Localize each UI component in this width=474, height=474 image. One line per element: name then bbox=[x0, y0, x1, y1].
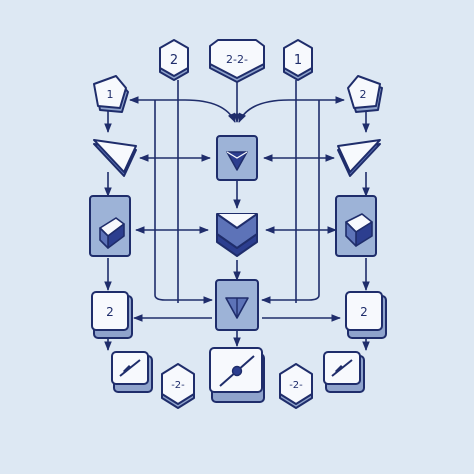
node-bottom-right-tile bbox=[323, 351, 365, 393]
node-center-row2 bbox=[216, 213, 258, 257]
node-label: 2-2- bbox=[226, 53, 248, 66]
node-label: 1 bbox=[294, 53, 302, 68]
node-top-right-hex: 1 bbox=[283, 39, 313, 81]
node-label: 2 bbox=[106, 305, 114, 319]
node-right-box: 2 bbox=[345, 291, 387, 339]
diagonal-slash-icon bbox=[119, 359, 141, 377]
node-label: -2- bbox=[289, 380, 303, 391]
node-right-pentagon: 2 bbox=[347, 75, 383, 113]
node-top-left-hex: 2 bbox=[159, 39, 189, 81]
node-top-center-shield: 2-2- bbox=[209, 39, 265, 83]
connector-lines bbox=[104, 76, 370, 351]
node-bottom-left-hex: -2- bbox=[161, 363, 195, 409]
node-bottom-right-hex: -2- bbox=[279, 363, 313, 409]
node-center-row3 bbox=[215, 279, 259, 331]
diagonal-slash-icon bbox=[219, 355, 255, 387]
arrow-right-to-center-top bbox=[238, 99, 290, 123]
arrow-rail-right-to-center bbox=[261, 294, 320, 304]
wedge-left bbox=[93, 139, 137, 177]
node-label: 1 bbox=[107, 88, 114, 101]
node-bottom-center-tile bbox=[209, 347, 265, 403]
wedge-right bbox=[337, 139, 381, 177]
node-label: -2- bbox=[171, 380, 185, 391]
chevron-down-icon bbox=[226, 151, 248, 171]
node-label: 2 bbox=[170, 53, 178, 68]
node-left-pentagon: 1 bbox=[93, 75, 129, 113]
node-center-row1 bbox=[216, 135, 258, 181]
arrow-rail-left-to-center bbox=[154, 294, 213, 304]
node-label: 2 bbox=[360, 88, 367, 101]
node-bottom-left-tile bbox=[111, 351, 153, 393]
arrow-left-to-center-top bbox=[184, 99, 236, 123]
node-left-box: 2 bbox=[91, 291, 133, 339]
diagonal-slash-icon bbox=[331, 359, 353, 377]
node-left-row2 bbox=[89, 195, 131, 257]
node-right-row2 bbox=[335, 195, 377, 257]
node-label: 2 bbox=[360, 305, 368, 319]
